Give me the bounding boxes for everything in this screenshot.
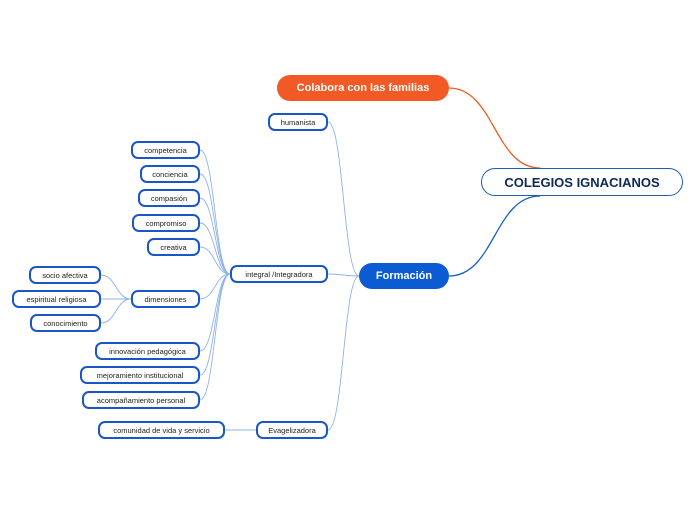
node-espiritual-label: espiritual religiosa	[26, 294, 87, 304]
node-compasion[interactable]: compasión	[138, 189, 200, 207]
link-integral-mejoramiento	[199, 273, 231, 376]
node-espiritual-religiosa[interactable]: espiritual religiosa	[12, 290, 101, 308]
node-acompanamiento-personal[interactable]: acompañamiento personal	[82, 391, 200, 409]
link-integral-compromiso	[199, 222, 231, 275]
node-compromiso[interactable]: compromiso	[132, 214, 200, 232]
root-topic-label: COLEGIOS IGNACIANOS	[504, 174, 660, 190]
subtopic-integral-label: integral /Integradora	[245, 269, 313, 279]
node-creativa-label: creativa	[160, 242, 187, 252]
node-dimensiones[interactable]: dimensiones	[131, 290, 200, 308]
link-formacion-integral	[327, 273, 360, 277]
link-integral-acompanamiento	[199, 273, 231, 401]
node-mejoramiento-label: mejoramiento institucional	[96, 370, 184, 380]
node-compasion-label: compasión	[150, 193, 188, 203]
node-compromiso-label: compromiso	[145, 218, 187, 228]
subtopic-evangelizadora-label: Evagelizadora	[268, 425, 316, 435]
node-competencia-label: competencia	[144, 145, 187, 155]
topic-formacion[interactable]: Formación	[359, 263, 449, 289]
subtopic-humanista[interactable]: humanista	[268, 113, 328, 131]
node-conocimiento[interactable]: conocimiento	[30, 314, 101, 332]
link-dimensiones-conocimiento	[100, 298, 132, 324]
link-root-colabora	[448, 87, 541, 169]
subtopic-humanista-label: humanista	[280, 117, 316, 127]
node-innovacion-label: innovación pedagógica	[109, 346, 186, 356]
link-root-formacion	[448, 195, 541, 277]
node-socio-label: socio afectiva	[42, 270, 88, 280]
node-dimensiones-label: dimensiones	[144, 294, 187, 304]
node-conocimiento-label: conocimiento	[43, 318, 88, 328]
link-integral-creativa	[199, 246, 231, 275]
node-socio-afectiva[interactable]: socio afectiva	[29, 266, 101, 284]
topic-colabora-con-las-familias[interactable]: Colabora con las familias	[277, 75, 449, 101]
topic-formacion-label: Formación	[375, 270, 433, 282]
node-innovacion-pedagogica[interactable]: innovación pedagógica	[95, 342, 200, 360]
link-formacion-humanista	[327, 121, 360, 277]
node-comunidad-de-vida-y-servicio[interactable]: comunidad de vida y servicio	[98, 421, 225, 439]
root-topic-colegios-ignacianos[interactable]: COLEGIOS IGNACIANOS	[481, 168, 683, 196]
link-integral-compasion	[199, 197, 231, 275]
subtopic-integral-integradora[interactable]: integral /Integradora	[230, 265, 328, 283]
topic-colabora-label: Colabora con las familias	[296, 82, 430, 94]
link-integral-competencia	[199, 149, 231, 275]
node-conciencia-label: conciencia	[152, 169, 188, 179]
node-conciencia[interactable]: conciencia	[140, 165, 200, 183]
link-formacion-evangelizadora	[327, 275, 360, 431]
node-creativa[interactable]: creativa	[147, 238, 200, 256]
node-mejoramiento-institucional[interactable]: mejoramiento institucional	[80, 366, 200, 384]
subtopic-evangelizadora[interactable]: Evagelizadora	[256, 421, 328, 439]
link-dimensiones-socio	[100, 274, 132, 300]
node-competencia[interactable]: competencia	[131, 141, 200, 159]
link-integral-dimensiones	[199, 273, 231, 300]
node-acompanamiento-label: acompañamiento personal	[96, 395, 186, 405]
node-comunidad-label: comunidad de vida y servicio	[113, 425, 210, 435]
link-integral-conciencia	[199, 173, 231, 275]
